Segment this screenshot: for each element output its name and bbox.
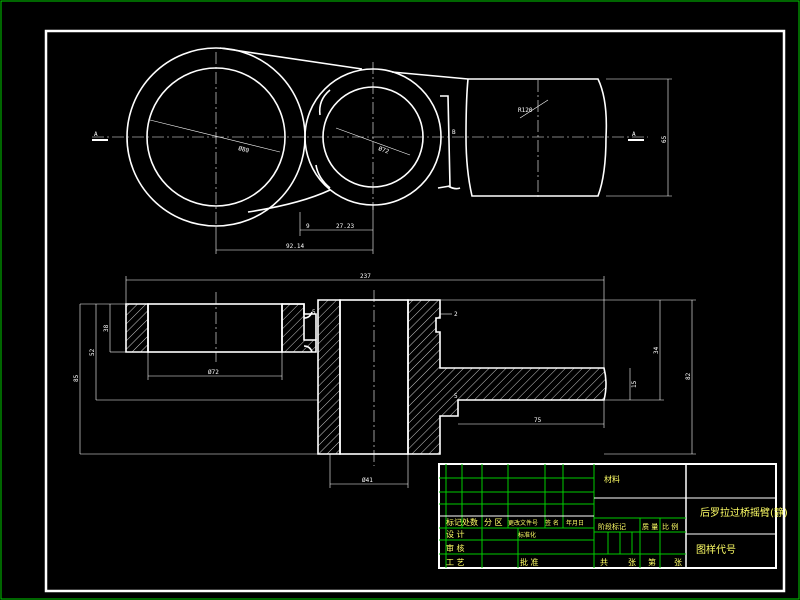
title-block <box>438 463 777 569</box>
dim-arm-thickness: 15 <box>631 380 638 388</box>
dim-dia-small: Ø72 <box>377 145 390 155</box>
dim-bore-dia: Ø72 <box>208 369 219 376</box>
tb-row-date: 年月日 <box>566 519 584 527</box>
dim-small-a: 2 <box>454 311 458 318</box>
dim-center-distance: 92.14 <box>286 243 304 250</box>
section-view <box>79 276 696 488</box>
dim-gap: 9 <box>306 223 310 230</box>
tb-material-label: 材料 <box>604 474 620 484</box>
tb-sheet-no: 第 <box>648 557 656 567</box>
tb-process: 工 艺 <box>446 558 465 567</box>
dim-radius: R120 <box>518 107 533 114</box>
tb-row-zone: 分 区 <box>484 518 503 527</box>
tb-design: 设 计 <box>446 529 465 539</box>
dim-dia-big: Ø80 <box>238 145 251 155</box>
dim-h-left-inner: 38 <box>103 324 110 332</box>
section-view-dims: 237 Ø72 Ø41 75 15 38 52 85 34 82 2 5 5 <box>73 273 692 484</box>
tb-row-sign: 签 名 <box>545 519 559 527</box>
tb-row-count: 处数 <box>462 517 478 527</box>
small-boss-bore <box>322 86 424 188</box>
tb-row-mark: 标记 <box>446 517 462 527</box>
tb-page: 张 <box>674 558 682 567</box>
dim-shaft-dia: Ø41 <box>362 477 373 484</box>
dim-h-right-outer: 82 <box>685 372 692 380</box>
tb-stage-mark: 阶段标记 <box>598 522 626 531</box>
top-view <box>92 47 672 254</box>
tb-check: 审 核 <box>446 543 465 553</box>
title-block-text: 材料 后罗拉过桥摇臂(静) 图样代号 标记 处数 分 区 更改文件号 签 名 年… <box>446 474 788 567</box>
dim-h-right-mid: 34 <box>653 346 660 354</box>
label-section-a-left: A <box>94 131 98 138</box>
dim-arm-length: 75 <box>534 417 542 424</box>
tb-weight: 质 量 <box>642 522 658 531</box>
dim-h-left-outer: 85 <box>73 374 80 382</box>
tb-part-name: 后罗拉过桥摇臂(静) <box>700 506 788 519</box>
mark-right: B <box>452 129 456 136</box>
drawing-frame <box>44 29 786 593</box>
tb-drawing-no-label: 图样代号 <box>696 543 736 556</box>
tb-approve: 批 准 <box>520 557 539 567</box>
tb-sheet: 张 <box>628 558 636 567</box>
dim-h-left-mid: 52 <box>89 348 96 356</box>
dim-small-b: 5 <box>312 309 316 316</box>
dim-offset: 27.23 <box>336 223 354 230</box>
tb-scale: 比 例 <box>662 522 678 531</box>
big-boss-bore <box>146 67 286 207</box>
tb-row-doc: 更改文件号 <box>508 519 538 527</box>
top-view-dims: Ø80 Ø72 R120 9 27.23 92.14 65 A A B <box>94 107 668 250</box>
label-section-a-right: A <box>632 131 636 138</box>
dim-small-c: 5 <box>454 393 458 400</box>
dim-overall-length: 237 <box>360 273 371 280</box>
dim-height-right: 65 <box>661 135 668 143</box>
tb-standardize: 标准化 <box>518 531 536 539</box>
tb-total: 共 <box>600 558 608 567</box>
